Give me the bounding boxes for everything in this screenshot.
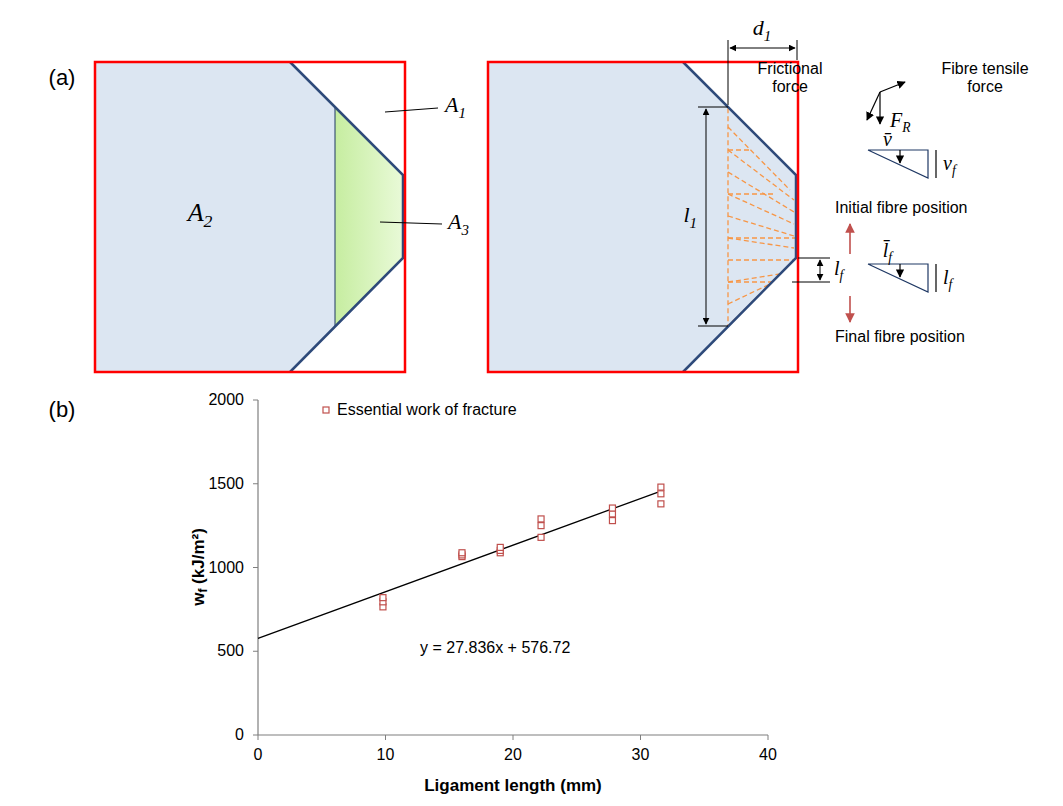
axis-title: wf (kJ/m²) [189,528,211,606]
tick-mark [768,735,769,740]
data-point [658,501,664,507]
chart [253,400,768,740]
data-point [658,491,664,497]
symbol-label: l1 [683,202,697,231]
data-point [538,516,544,522]
symbol-label: lf [943,266,952,292]
tick-mark [253,567,258,568]
legend-marker [323,407,329,413]
crack-outline [290,62,403,372]
leader-line [380,222,442,224]
data-point [609,505,615,511]
leader-line [385,108,438,112]
text-label: (b) [49,397,76,422]
initial-specimen [95,62,442,372]
tick-label: 20 [504,746,522,764]
extension-line [797,40,798,60]
symbol-label: A3 [448,209,469,238]
direction-arrow [849,224,851,254]
tick-mark [253,483,258,484]
velocity-triangle [868,150,936,178]
region-a2 [95,62,403,372]
legend-text: Essential work of fracture [337,401,517,419]
symbol-label: l̄f [883,239,892,265]
dimension-arrow [820,260,821,280]
tick-mark [253,400,258,401]
text-label: y = 27.836x + 576.72 [420,639,570,657]
data-point [538,523,544,529]
symbol-label: FR [890,109,911,135]
dimension-arrow [706,109,707,324]
data-point [538,534,544,540]
tick-mark [513,735,514,740]
tick-label: 10 [377,746,395,764]
extension-line [798,258,830,259]
tick-label: 2000 [208,391,244,409]
symbol-label: A1 [445,92,466,121]
text-label: Fibre tensile force [930,60,1040,97]
direction-arrow [849,296,851,322]
data-point [380,595,386,601]
extension-line [698,326,728,327]
symbol-label: lf [834,257,843,283]
tick-mark [385,735,386,740]
tick-mark [253,651,258,652]
tick-label: 500 [217,642,244,660]
text-label: (a) [49,65,76,90]
specimen-border [95,62,405,372]
tick-label: 0 [254,746,263,764]
data-point [609,511,615,517]
tick-label: 1500 [208,475,244,493]
tick-label: 40 [759,746,777,764]
text-label: Final fibre position [835,328,965,346]
data-point [497,544,503,550]
tick-mark [258,735,259,740]
tick-label: 1000 [208,558,244,576]
symbol-label: d1 [753,15,771,44]
text-label: Frictional force [740,60,840,97]
symbol-label: v̄ [883,128,892,151]
region-fill [488,62,796,372]
data-point [609,518,615,524]
text-label: Initial fibre position [835,199,968,217]
tick-label: 0 [235,726,244,744]
extension-line [728,40,729,105]
symbol-label: A2 [188,198,213,232]
tick-mark [640,735,641,740]
trend-line [258,491,661,638]
displacement-triangle [868,264,936,292]
symbol-label: vf [943,152,956,178]
dimension-arrow [730,48,795,49]
data-point [459,550,465,556]
extension-line [698,107,728,108]
tick-mark [253,735,258,736]
specimen-border [488,62,798,372]
data-point [658,484,664,490]
crack-outline [683,62,796,372]
tick-label: 30 [632,746,650,764]
extension-line [792,282,830,283]
axis-title: Ligament length (mm) [424,776,602,796]
